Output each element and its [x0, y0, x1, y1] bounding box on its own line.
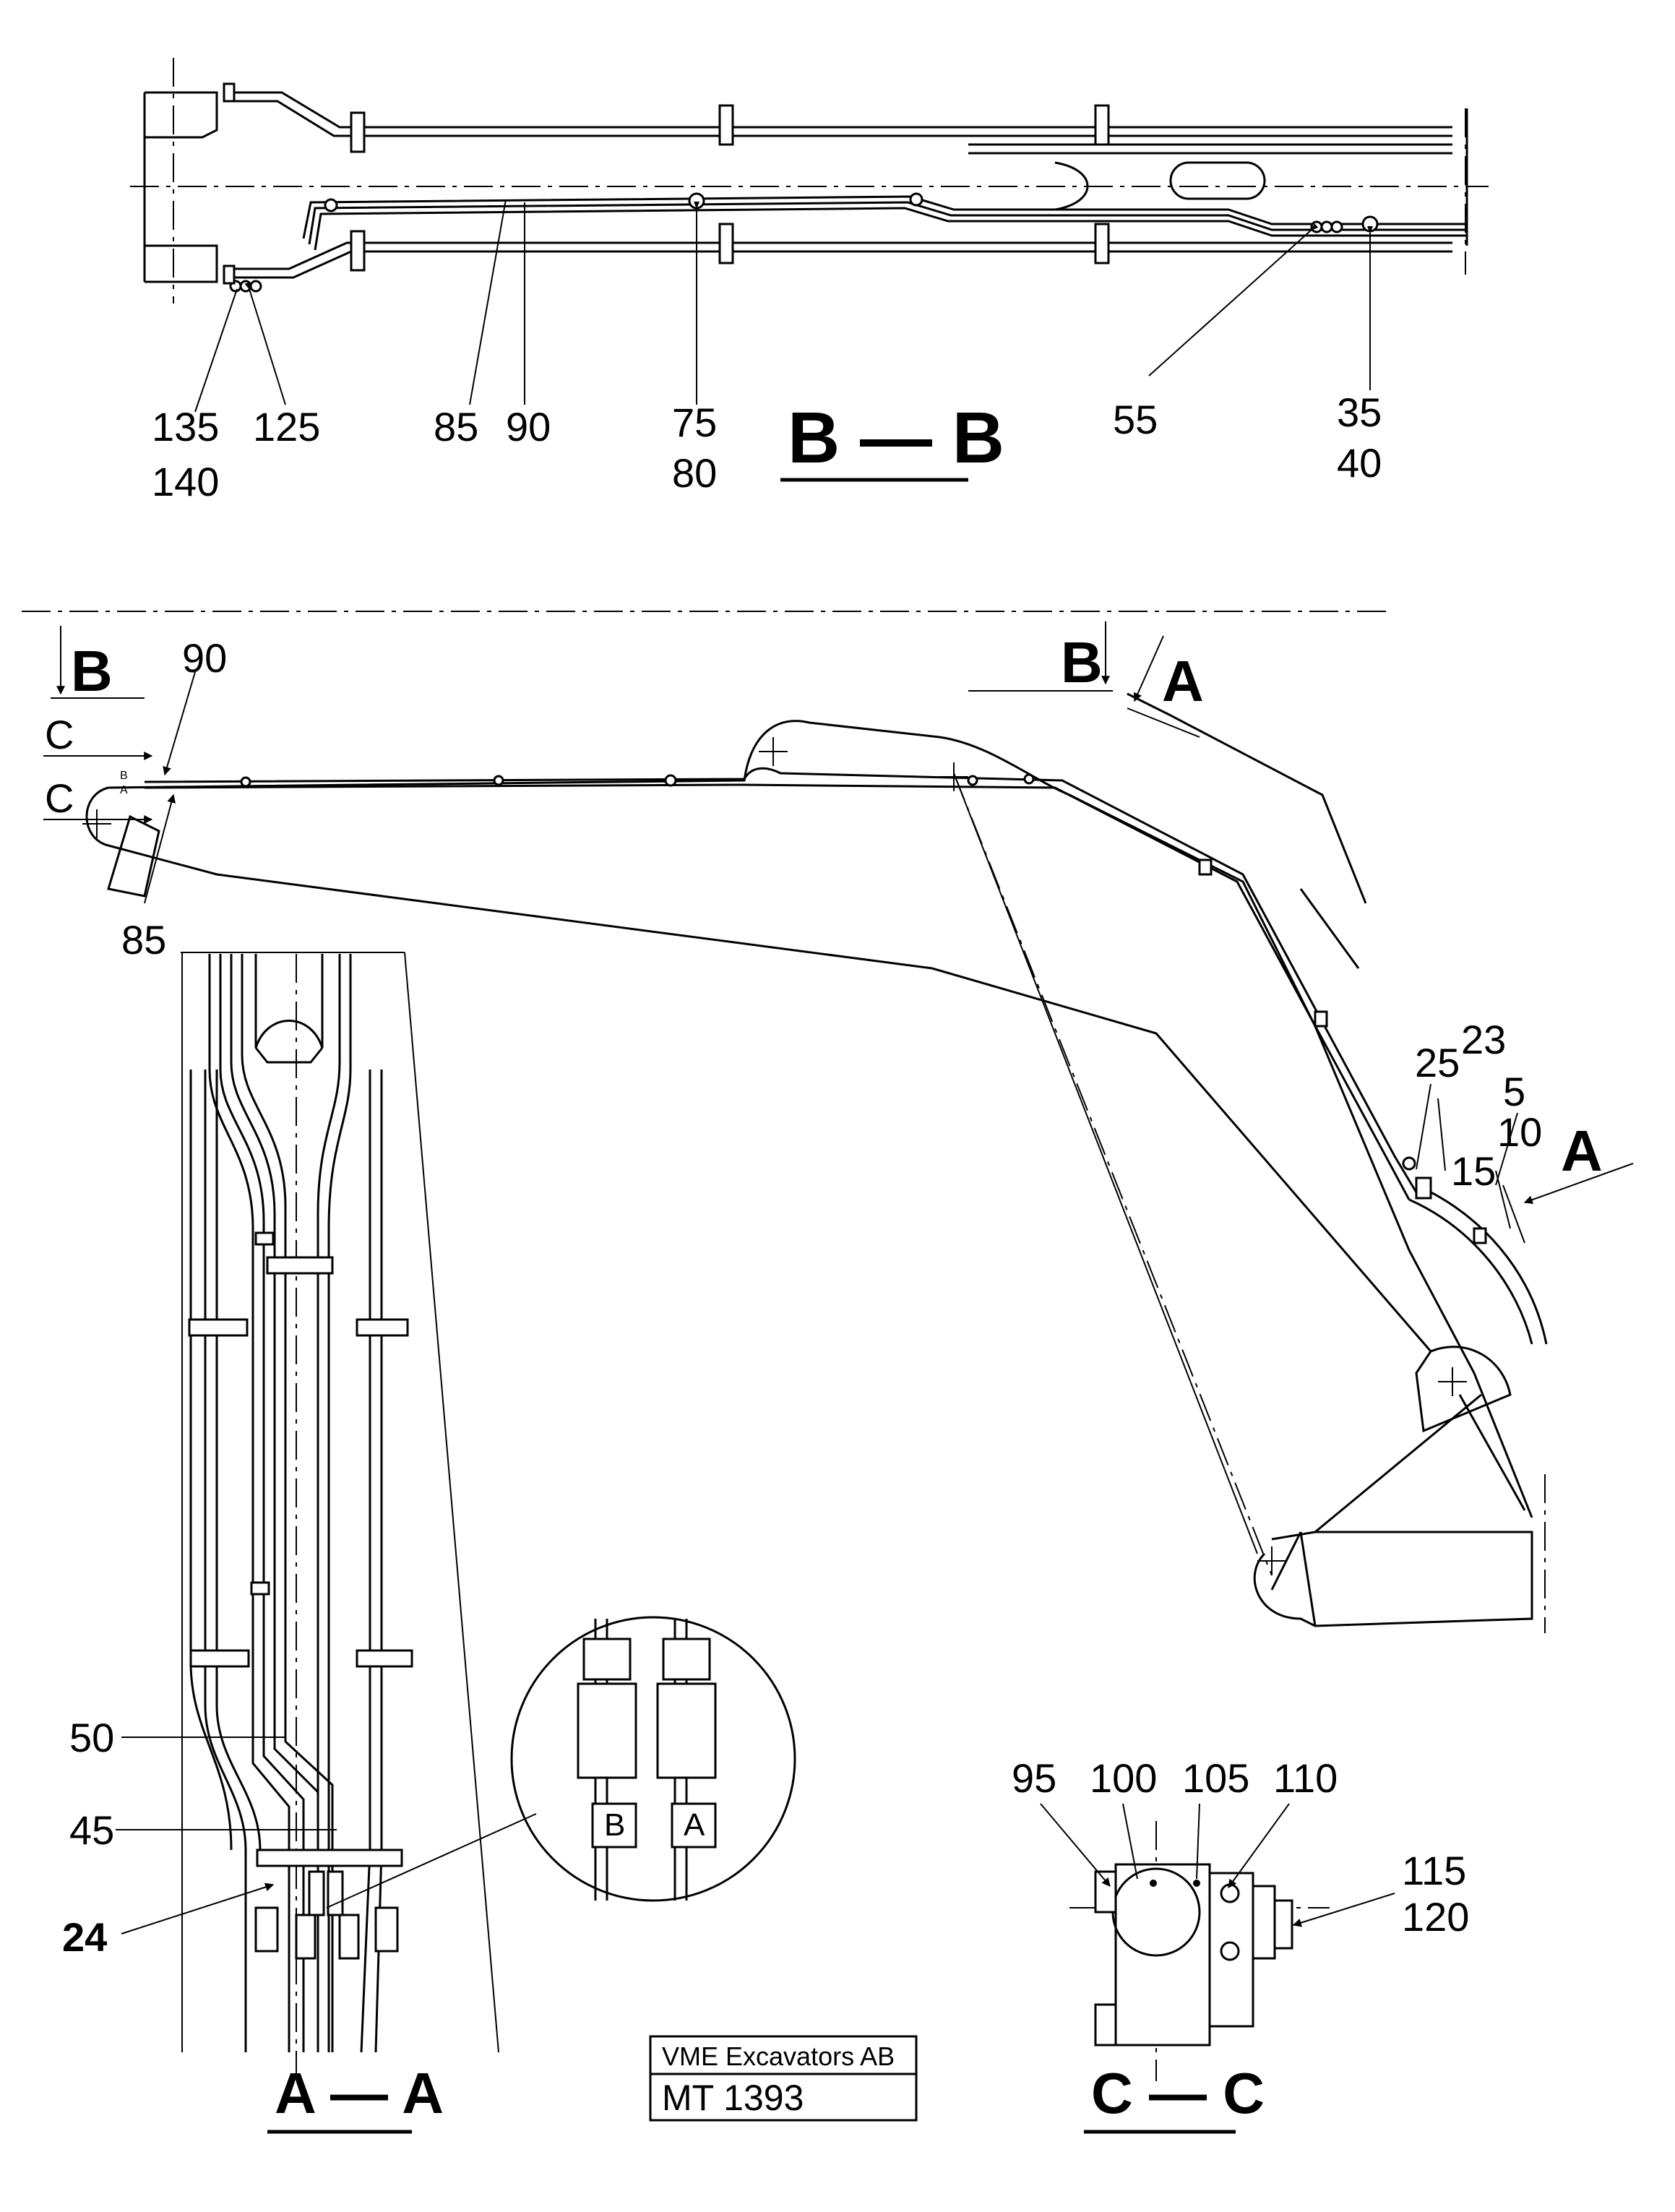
side-callout-25: 25 [1415, 1040, 1460, 1085]
detail-label-a: A [684, 1807, 705, 1843]
section-marker-b-right: B [1061, 630, 1103, 694]
section-marker-c-upper: C [45, 712, 74, 757]
section-aa-view: 50 45 24 A — A [62, 952, 499, 2134]
callout-140: 140 [152, 459, 219, 504]
cc-callout-115: 115 [1402, 1848, 1466, 1893]
section-marker-a-top: A [1162, 649, 1204, 713]
aa-callout-45: 45 [69, 1807, 114, 1853]
port-label-a: A [120, 784, 128, 796]
side-callout-10: 10 [1497, 1109, 1542, 1155]
side-callout-15: 15 [1451, 1148, 1496, 1194]
callout-125: 125 [253, 404, 320, 449]
callout-35: 35 [1337, 390, 1382, 435]
aa-callout-50: 50 [69, 1715, 114, 1760]
title-block: VME Excavators AB MT 1393 [649, 2035, 918, 2122]
cc-callout-95: 95 [1012, 1755, 1056, 1801]
aa-callout-24: 24 [62, 1914, 107, 1960]
callout-40: 40 [1337, 440, 1382, 486]
detail-circle: B A [326, 1616, 796, 1908]
callout-85: 85 [434, 404, 478, 449]
section-marker-b-left: B [71, 639, 113, 703]
callout-90: 90 [506, 404, 551, 449]
cc-callout-110: 110 [1273, 1755, 1338, 1801]
section-marker-a-right: A [1561, 1119, 1603, 1183]
section-aa-title: A — A [275, 2061, 444, 2125]
section-bb-view: 135 140 125 85 90 75 80 55 35 40 B — B [130, 58, 1489, 504]
boom-side-view: B C C B A [22, 611, 1634, 1633]
callout-75: 75 [672, 400, 717, 445]
cc-callout-105: 105 [1182, 1755, 1249, 1801]
detail-label-b: B [604, 1807, 625, 1843]
section-bb-title: B — B [788, 397, 1004, 478]
cc-callout-100: 100 [1090, 1755, 1157, 1801]
section-marker-c-lower: C [45, 775, 74, 821]
side-callout-85: 85 [121, 917, 166, 963]
callout-135: 135 [152, 404, 219, 449]
section-cc-title: C — C [1091, 2061, 1265, 2125]
side-callout-23: 23 [1461, 1017, 1506, 1062]
title-block-company: VME Excavators AB [662, 2041, 895, 2071]
side-callout-90: 90 [182, 635, 227, 681]
section-cc-view: 95 100 105 110 115 120 C — C [1012, 1755, 1469, 2134]
port-label-b: B [120, 770, 128, 782]
callout-55: 55 [1113, 397, 1158, 442]
callout-80: 80 [672, 450, 717, 496]
cc-callout-120: 120 [1402, 1894, 1469, 1940]
side-callout-5: 5 [1503, 1069, 1525, 1114]
title-block-drawing-number: MT 1393 [662, 2078, 804, 2118]
